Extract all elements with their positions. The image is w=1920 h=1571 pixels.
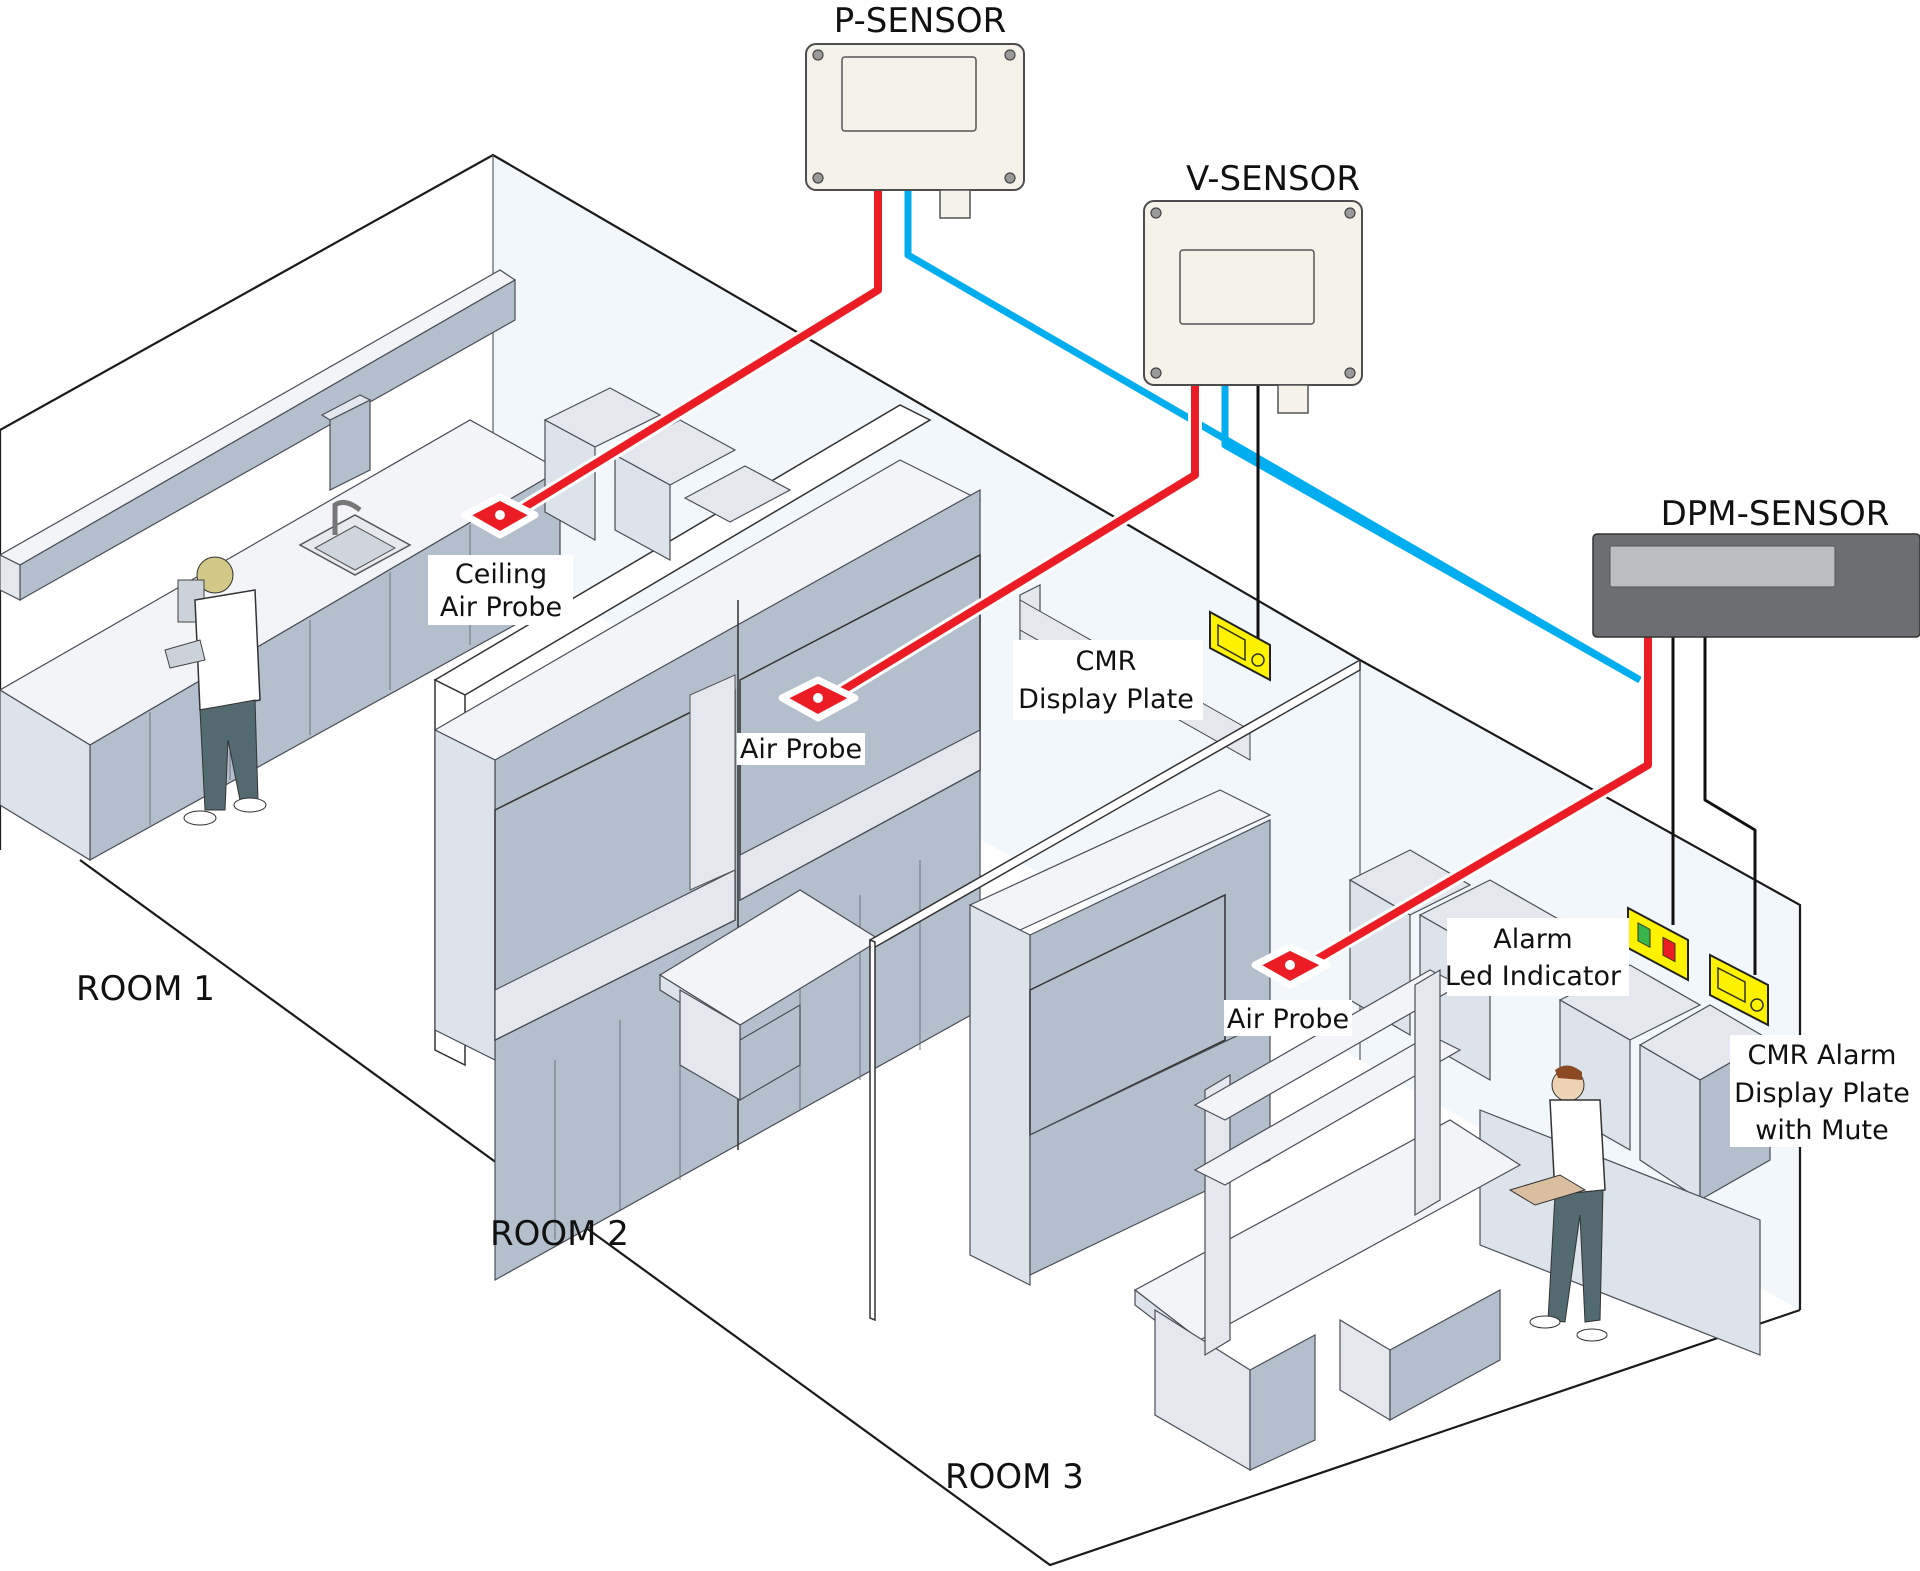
dpm-sensor-label: DPM-SENSOR — [1661, 494, 1890, 534]
svg-text:Led Indicator: Led Indicator — [1445, 961, 1622, 992]
svg-text:Air Probe: Air Probe — [740, 734, 862, 765]
top-edge-right — [1359, 659, 1802, 1310]
svg-text:Alarm: Alarm — [1493, 924, 1572, 955]
callout-cmr-alarm-plate: CMR Alarm Display Plate with Mute — [1730, 1035, 1920, 1147]
svg-text:Air Probe: Air Probe — [440, 592, 562, 623]
dpm-sensor-screen — [1609, 545, 1836, 588]
v-sensor-enclosure — [1143, 200, 1363, 386]
wire-blue-v-sensor-dpm — [1221, 385, 1642, 684]
faucet — [332, 499, 362, 535]
v-sensor-label: V-SENSOR — [1186, 159, 1360, 199]
probes — [461, 493, 1331, 989]
wiring — [516, 190, 1757, 982]
person-room3 — [1508, 1065, 1608, 1342]
v-sensor-cable-gland — [1277, 384, 1309, 414]
p-sensor: P-SENSOR — [805, 1, 1025, 219]
svg-text:Ceiling: Ceiling — [455, 559, 547, 590]
callout-air-probe-room3: Air Probe — [1224, 1000, 1352, 1036]
floor-front-edge — [79, 859, 1801, 1567]
room-labels: ROOM 1 ROOM 2 ROOM 3 — [76, 969, 1084, 1497]
partition-room2-room3 — [869, 658, 1361, 1322]
wire-red-p-sensor-ceiling-probe — [517, 190, 882, 514]
svg-text:Air Probe: Air Probe — [1227, 1004, 1349, 1035]
p-sensor-label: P-SENSOR — [834, 1, 1007, 41]
p-sensor-enclosure — [805, 43, 1025, 191]
callouts: Ceiling Air Probe Air Probe CMR Display … — [428, 555, 1920, 1147]
svg-text:Display Plate: Display Plate — [1018, 684, 1194, 715]
callout-air-probe-room2: Air Probe — [737, 733, 865, 765]
svg-text:CMR: CMR — [1076, 646, 1137, 677]
svg-text:CMR Alarm: CMR Alarm — [1748, 1040, 1897, 1071]
v-sensor-window — [1179, 249, 1315, 325]
svg-text:with Mute: with Mute — [1755, 1115, 1888, 1146]
p-sensor-window — [841, 56, 977, 132]
cmr-alarm-plate-icon — [1709, 953, 1769, 1027]
wire-red-dpm-air-probe — [1287, 637, 1652, 979]
room2-fume-hood — [433, 459, 982, 1282]
dpm-sensor: DPM-SENSOR — [1592, 494, 1920, 638]
person-room1 — [164, 556, 267, 826]
callout-cmr-display-plate: CMR Display Plate — [1013, 640, 1203, 720]
room-2-label: ROOM 2 — [490, 1214, 629, 1254]
plates — [1209, 610, 1769, 1027]
room3-furniture — [968, 789, 1772, 1472]
svg-text:Display Plate: Display Plate — [1734, 1078, 1910, 1109]
callout-ceiling-air-probe: Ceiling Air Probe — [428, 555, 573, 625]
p-sensor-cable-gland — [939, 189, 971, 219]
v-sensor: V-SENSOR — [1143, 159, 1363, 414]
room-1-label: ROOM 1 — [76, 969, 215, 1009]
room-3-label: ROOM 3 — [945, 1457, 1084, 1497]
wire-red-v-sensor-air-probe — [832, 385, 1199, 699]
callout-alarm-led-indicator: Alarm Led Indicator — [1445, 918, 1629, 996]
wire-black-dpm-cmr-alarm-plate — [1703, 637, 1757, 975]
